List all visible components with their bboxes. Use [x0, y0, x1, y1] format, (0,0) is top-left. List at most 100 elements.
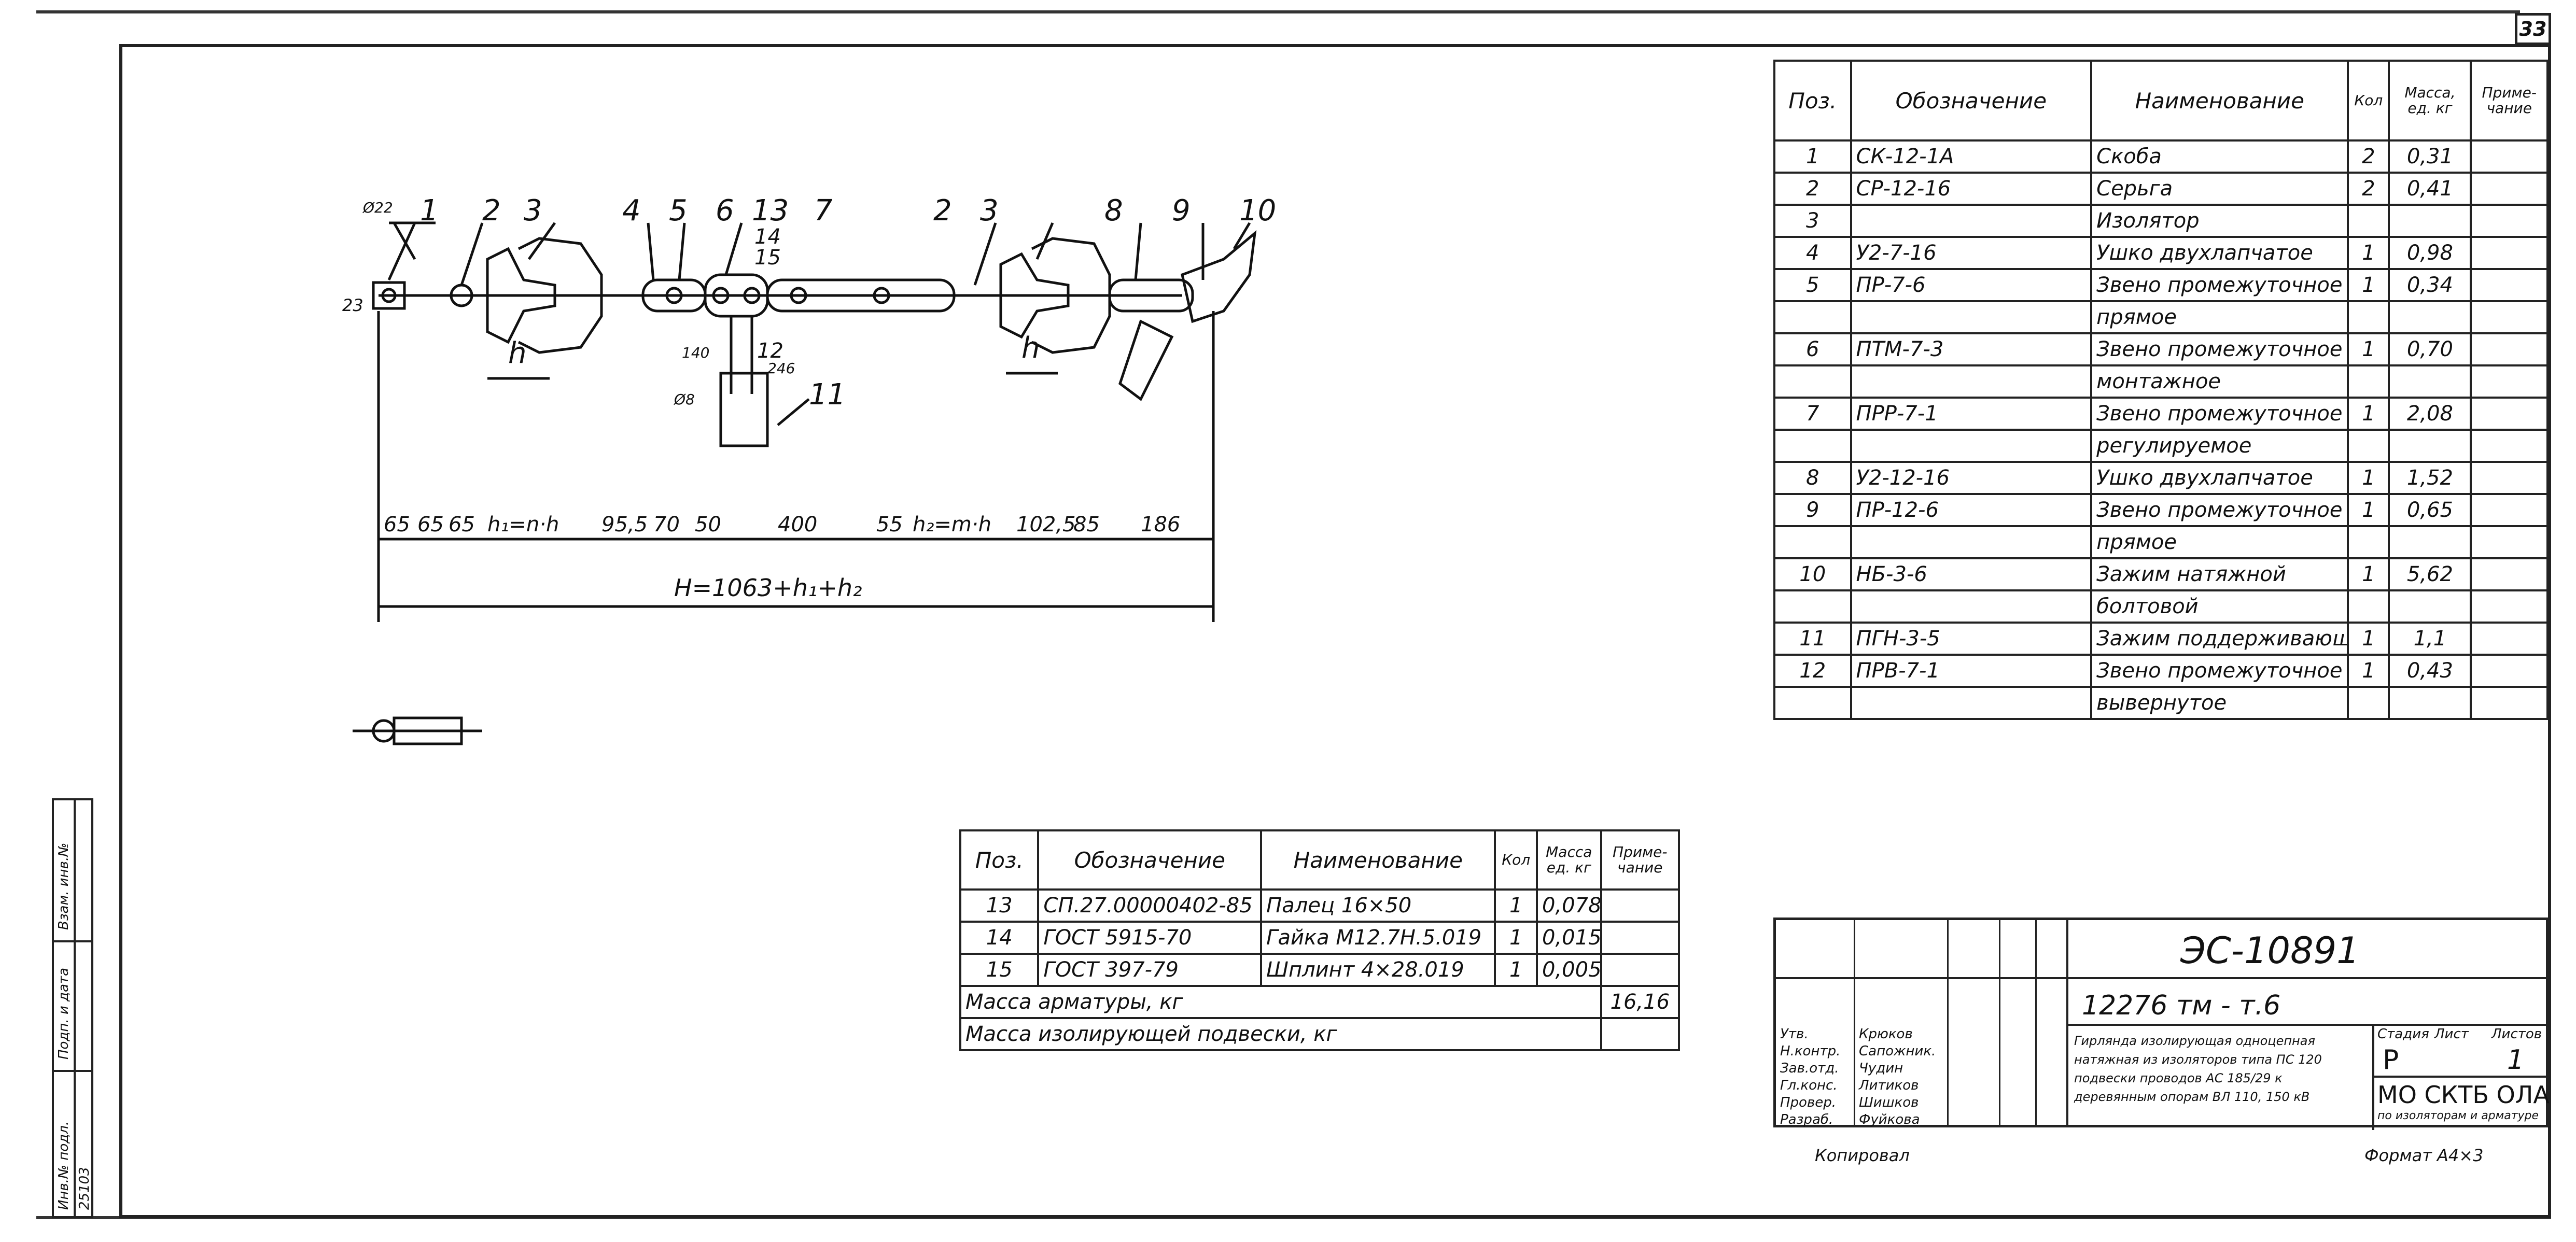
main-cell: Зажим поддерживающий — [2090, 622, 2349, 656]
main-cell — [2388, 364, 2472, 399]
callout-12: 12 — [757, 339, 783, 363]
callout-4: 4 — [622, 194, 641, 228]
callout-13: 13 — [752, 194, 789, 228]
main-cell: Звено промежуточное — [2090, 332, 2349, 366]
main-cell: 1 — [2347, 332, 2390, 366]
main-cell: 1 — [2347, 268, 2390, 302]
main-cell — [1850, 300, 2093, 334]
callout-6: 6 — [716, 194, 734, 228]
main-cell: ПР-12-6 — [1850, 493, 2093, 527]
main-cell: 0,65 — [2388, 493, 2472, 527]
main-cell — [2347, 429, 2390, 463]
dim-2: 65 — [417, 513, 444, 537]
main-cell: Зажим натяжной — [2090, 557, 2349, 591]
main-cell: 4 — [1773, 236, 1852, 270]
small-cell: 1 — [1494, 953, 1538, 987]
role-2: Н.контр. — [1780, 1043, 1841, 1059]
small-dim-d22: Ø22 — [362, 199, 393, 216]
main-cell — [2470, 397, 2549, 431]
mass-insulating-value — [1600, 1017, 1681, 1051]
small-cell: Палец 16×50 — [1260, 888, 1496, 923]
col-name: Наименование — [2090, 60, 2349, 142]
name-5: Шишков — [1859, 1095, 1919, 1110]
callout-14: 14 — [754, 225, 781, 249]
main-cell: 10 — [1773, 557, 1852, 591]
main-cell — [2470, 589, 2549, 624]
dim-7: 50 — [695, 513, 721, 537]
small-dim-d8: Ø8 — [674, 391, 695, 408]
dim-5: 95,5 — [601, 513, 648, 537]
small-dim-140: 140 — [682, 344, 709, 361]
role-4: Гл.конс. — [1780, 1078, 1838, 1093]
main-cell: НБ-3-6 — [1850, 557, 2093, 591]
sm-col-note: Приме- чание — [1600, 829, 1681, 891]
main-cell: 5 — [1773, 268, 1852, 302]
main-row: монтажное — [1773, 364, 2549, 399]
insulator-string-drawing: 1 2 3 4 5 6 13 14 15 7 2 3 8 9 10 11 12 … — [342, 194, 1276, 745]
stage-label: Стадия — [2377, 1026, 2429, 1042]
drawing-frame — [119, 44, 2551, 1218]
main-row: регулируемое — [1773, 429, 2549, 463]
main-cell — [2470, 654, 2549, 688]
main-cell — [1773, 589, 1852, 624]
main-cell — [2470, 557, 2549, 591]
main-cell: 0,98 — [2388, 236, 2472, 270]
main-cell: 0,34 — [2388, 268, 2472, 302]
small-cell — [1600, 921, 1681, 955]
name-2: Сапожник. — [1859, 1043, 1936, 1059]
dim-12: 85 — [1073, 513, 1100, 537]
main-cell — [2470, 139, 2549, 174]
main-cell — [1850, 364, 2093, 399]
main-row: прямое — [1773, 525, 2549, 559]
main-cell: У2-12-16 — [1850, 461, 2093, 495]
dim-6: 70 — [653, 513, 680, 537]
main-row: болтовой — [1773, 589, 2549, 624]
main-cell — [2470, 332, 2549, 366]
main-cell: 0,43 — [2388, 654, 2472, 688]
main-cell — [2347, 686, 2390, 720]
description: Гирлянда изолирующая одноцепная натяжная… — [2074, 1034, 2322, 1104]
col-designation: Обозначение — [1850, 60, 2093, 142]
role-3: Зав.отд. — [1780, 1061, 1839, 1076]
main-cell: прямое — [2090, 300, 2349, 334]
role-1: Утв. — [1780, 1026, 1809, 1042]
col-note: Приме- чание — [2470, 60, 2549, 142]
main-cell: 0,70 — [2388, 332, 2472, 366]
main-cell — [2388, 204, 2472, 238]
name-4: Литиков — [1859, 1078, 1919, 1093]
main-cell — [1850, 429, 2093, 463]
main-cell: 1 — [2347, 461, 2390, 495]
main-cell: 9 — [1773, 493, 1852, 527]
main-cell: 5,62 — [2388, 557, 2472, 591]
main-cell — [2347, 204, 2390, 238]
sm-col-qty: Кол — [1494, 829, 1538, 891]
main-cell — [2470, 525, 2549, 559]
main-cell: 11 — [1773, 622, 1852, 656]
sm-col-designation: Обозначение — [1037, 829, 1263, 891]
side-strip: Взам. инв.№ Подп. и дата Инв.№ подл. 251… — [52, 798, 93, 1218]
main-cell: 6 — [1773, 332, 1852, 366]
main-cell — [2347, 300, 2390, 334]
main-cell: 0,31 — [2388, 139, 2472, 174]
main-cell — [2388, 300, 2472, 334]
link-7 — [766, 278, 956, 313]
main-cell — [2470, 686, 2549, 720]
main-cell: Звено промежуточное — [2090, 654, 2349, 688]
main-cell — [2470, 268, 2549, 302]
dim-10: h₂=m·h — [913, 513, 991, 537]
small-cell: 1 — [1494, 921, 1538, 955]
small-cell: 0,078 — [1536, 888, 1602, 923]
dim-11: 102,5 — [1016, 513, 1076, 537]
main-cell — [1773, 686, 1852, 720]
side-label-3: Инв.№ подл. — [56, 1121, 72, 1210]
dim-8: 400 — [778, 513, 817, 537]
main-cell: 1 — [2347, 557, 2390, 591]
